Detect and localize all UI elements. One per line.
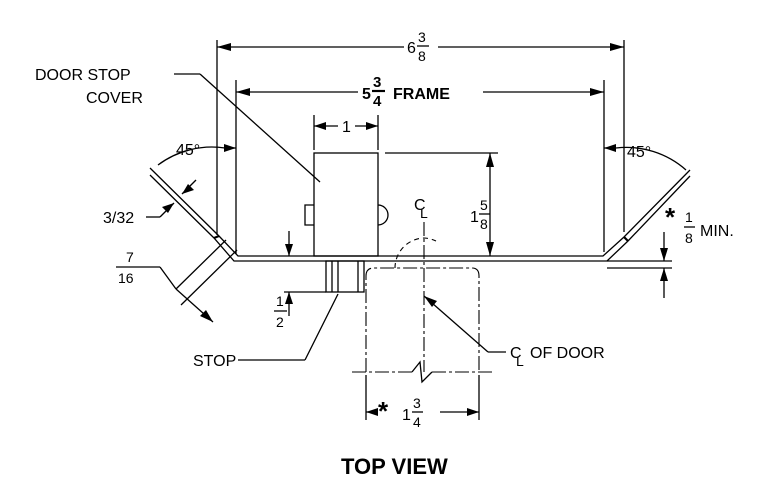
half-den: 2: [276, 314, 284, 330]
overall-num: 3: [418, 29, 426, 45]
height-whole: 1: [470, 209, 479, 226]
frame-profile: [149, 167, 691, 269]
height-den: 8: [480, 216, 488, 232]
door-cl-l: L: [516, 353, 524, 369]
height-dimension: 1 5 8: [385, 152, 498, 256]
overall-whole: 6: [407, 40, 416, 57]
min-asterisk: *: [665, 202, 676, 232]
min-clearance: * 1 8 MIN.: [660, 202, 734, 298]
height-num: 5: [480, 197, 488, 213]
gauge-label: 3/32: [103, 210, 134, 227]
door-den: 4: [413, 414, 421, 430]
door-stop-cover-line2: COVER: [86, 90, 143, 107]
seven-den: 16: [118, 270, 134, 286]
door-thickness-dimension: * 1 3 4: [365, 375, 480, 430]
door-cl-c: C: [510, 345, 522, 362]
angle-right-label: 45°: [627, 144, 651, 161]
view-title: TOP VIEW: [341, 454, 448, 478]
door-stop-cover-line1: DOOR STOP: [35, 67, 131, 84]
frame-word: FRAME: [393, 86, 450, 103]
centerline-top: C L: [414, 197, 428, 372]
door-num: 3: [413, 395, 421, 411]
stop-callout: STOP: [193, 293, 339, 370]
stop-label: STOP: [193, 353, 236, 370]
seven-sixteenths-dimension: 7 16: [116, 239, 238, 323]
centerline-top-l: L: [420, 205, 428, 221]
door-centerline-callout: C L OF DOOR: [423, 295, 605, 369]
door-stop-cover-callout: DOOR STOP COVER: [35, 67, 321, 183]
centerline-top-c: C: [414, 197, 426, 214]
door-whole: 1: [402, 407, 411, 424]
overall-den: 8: [418, 48, 426, 64]
gauge-callout: 3/32: [103, 179, 197, 227]
min-num: 1: [685, 209, 693, 225]
frame-num: 3: [373, 74, 381, 91]
stop-cover-block: 1: [304, 115, 389, 257]
seven-num: 7: [126, 249, 134, 265]
angle-right: 45°: [604, 144, 687, 171]
frame-whole: 5: [362, 86, 371, 103]
frame-width-dimension: 5 3 4 FRAME: [235, 74, 605, 254]
dim-one: 1: [342, 119, 351, 136]
min-word: MIN.: [700, 223, 734, 240]
door-outline: [352, 237, 492, 384]
overall-width-dimension: 6 3 8: [216, 29, 625, 235]
min-den: 8: [685, 230, 693, 246]
half-num: 1: [276, 293, 284, 309]
door-asterisk: *: [378, 396, 389, 426]
half-dimension: 1 2: [274, 231, 326, 330]
frame-den: 4: [373, 93, 382, 110]
angle-left: 45°: [157, 142, 236, 166]
door-cl-text: OF DOOR: [530, 345, 605, 362]
stop-strip: [325, 260, 365, 293]
